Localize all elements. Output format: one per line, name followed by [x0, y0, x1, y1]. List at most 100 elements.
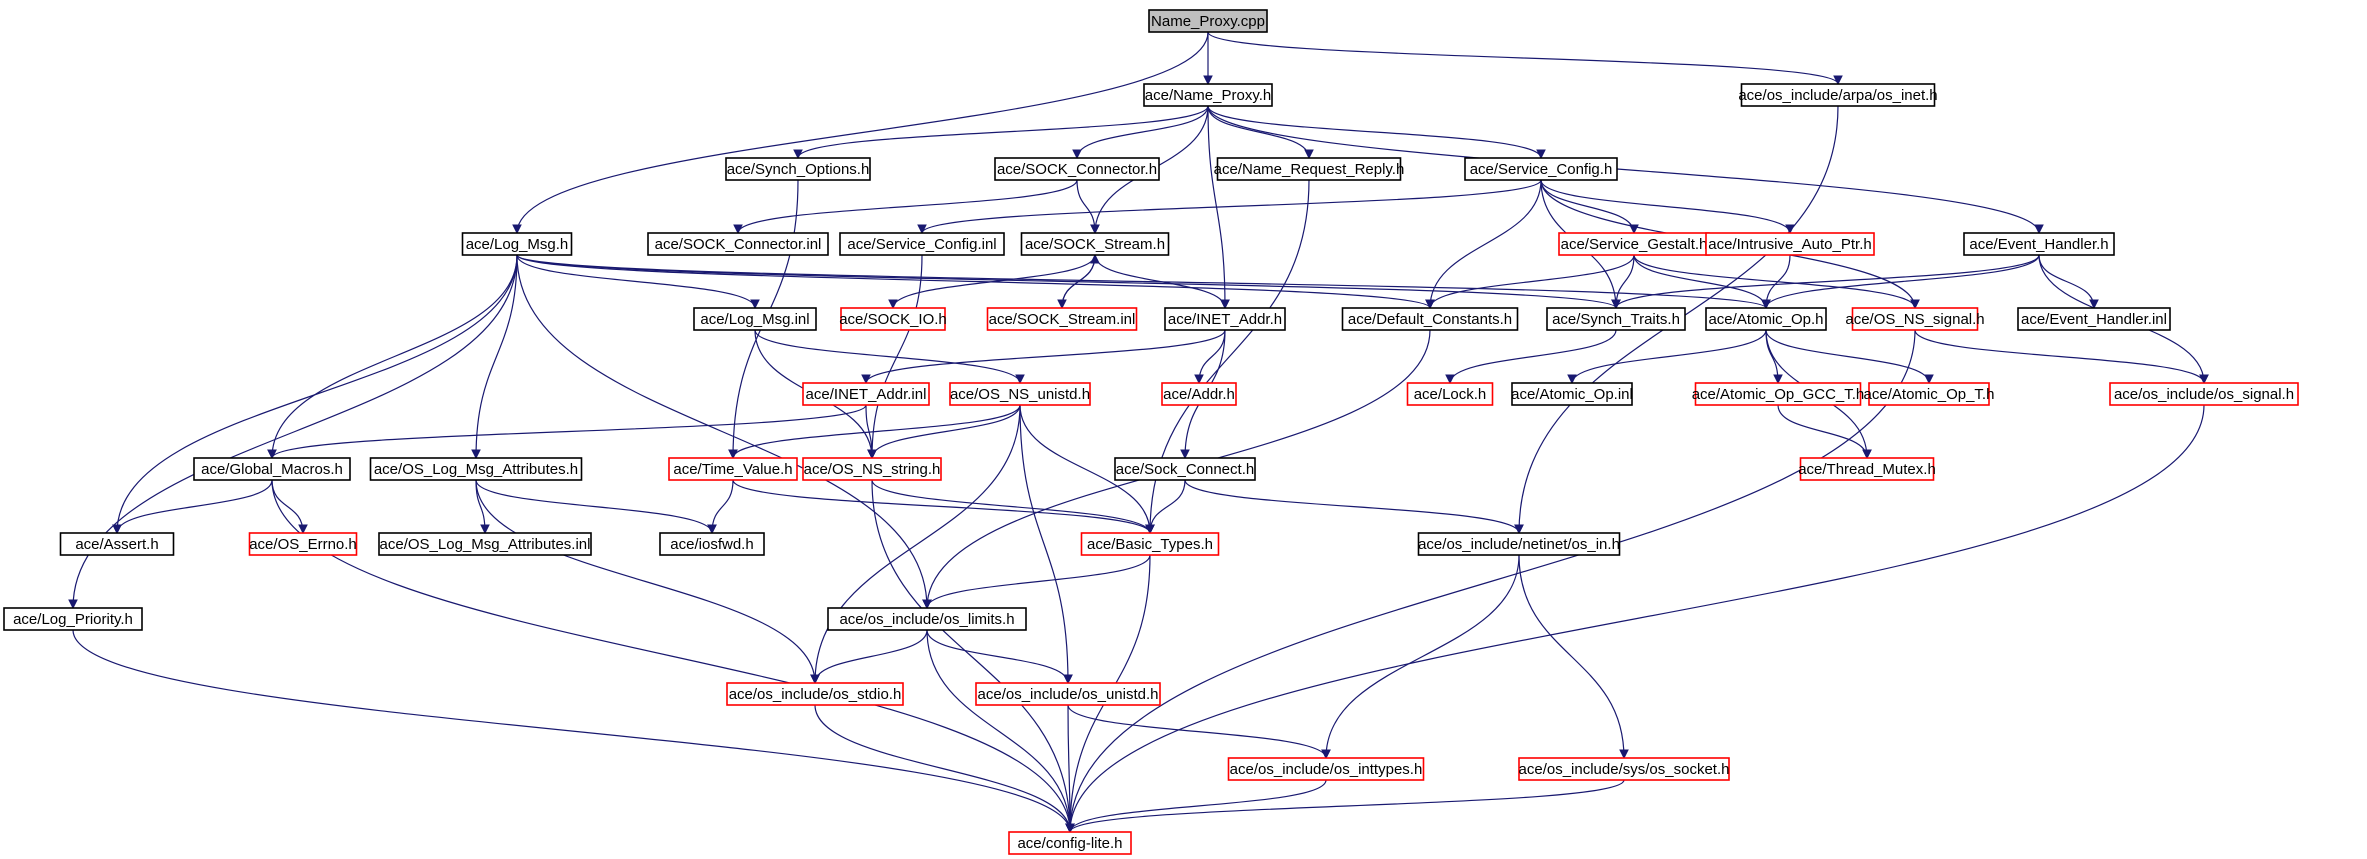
node-n27[interactable]: ace/Atomic_Op.inl	[1511, 382, 1633, 406]
node-n22[interactable]: ace/Event_Handler.inl	[2017, 307, 2171, 331]
node-n36[interactable]: ace/Thread_Mutex.h	[1798, 457, 1936, 481]
node-n33[interactable]: ace/Time_Value.h	[668, 457, 798, 481]
node-n13[interactable]: ace/Event_Handler.h	[1963, 232, 2115, 256]
node-label: ace/Atomic_Op.h	[1708, 311, 1823, 328]
node-n29[interactable]: ace/Atomic_Op_T.h	[1864, 382, 1995, 406]
edge-arrowhead	[68, 599, 78, 610]
node-n0[interactable]: Name_Proxy.cpp	[1148, 9, 1268, 33]
node-label: ace/config-lite.h	[1017, 835, 1122, 852]
node-label: ace/OS_Log_Msg_Attributes.inl	[380, 536, 591, 553]
node-n25[interactable]: ace/Addr.h	[1161, 382, 1237, 406]
node-label: ace/Global_Macros.h	[201, 461, 343, 478]
node-label: ace/Event_Handler.inl	[2021, 311, 2167, 328]
node-n41[interactable]: ace/Basic_Types.h	[1080, 532, 1220, 556]
node-n9[interactable]: ace/Service_Config.inl	[839, 232, 1005, 256]
node-label: ace/INET_Addr.inl	[806, 386, 927, 403]
edge-arrowhead	[512, 224, 522, 235]
node-n16[interactable]: ace/SOCK_Stream.inl	[986, 307, 1138, 331]
node-label: ace/os_include/os_stdio.h	[729, 686, 902, 703]
edge-n41-n44	[926, 554, 1151, 609]
node-n1[interactable]: ace/Name_Proxy.h	[1143, 83, 1273, 107]
node-n15[interactable]: ace/SOCK_IO.h	[839, 307, 947, 331]
node-n5[interactable]: ace/Name_Request_Reply.h	[1214, 157, 1405, 181]
node-label: ace/Log_Msg.inl	[700, 311, 809, 328]
edge-n31-n37	[116, 479, 273, 534]
node-n11[interactable]: ace/Service_Gestalt.h	[1558, 232, 1710, 256]
edge-arrowhead	[1194, 374, 1204, 385]
edge-arrowhead	[1090, 224, 1100, 235]
edge-n21-n30	[1914, 329, 2205, 384]
node-n35[interactable]: ace/Sock_Connect.h	[1114, 457, 1256, 481]
node-n23[interactable]: ace/INET_Addr.inl	[802, 382, 930, 406]
node-label: ace/Synch_Options.h	[727, 161, 870, 178]
node-n42[interactable]: ace/os_include/netinet/os_in.h	[1417, 532, 1621, 556]
edges-layer	[68, 31, 2209, 834]
edge-arrowhead	[1445, 374, 1455, 385]
node-n30[interactable]: ace/os_include/os_signal.h	[2109, 382, 2299, 406]
node-box	[1227, 757, 1425, 781]
node-label: Name_Proxy.cpp	[1151, 13, 1265, 30]
node-n34[interactable]: ace/OS_NS_string.h	[802, 457, 942, 481]
node-n44[interactable]: ace/os_include/os_limits.h	[827, 607, 1027, 631]
edge-n42-n47	[1325, 554, 1520, 759]
node-n48[interactable]: ace/os_include/sys/os_socket.h	[1518, 757, 1730, 781]
node-n21[interactable]: ace/OS_NS_signal.h	[1845, 307, 1985, 331]
edge-n1-n3	[797, 105, 1209, 159]
node-n6[interactable]: ace/Service_Config.h	[1464, 157, 1618, 181]
node-n20[interactable]: ace/Atomic_Op.h	[1705, 307, 1827, 331]
node-n2[interactable]: ace/os_include/arpa/os_inet.h	[1738, 83, 1938, 107]
edge-n7-n20	[516, 254, 1767, 309]
node-n47[interactable]: ace/os_include/os_inttypes.h	[1227, 757, 1425, 781]
edge-n7-n44	[516, 254, 928, 609]
node-n43[interactable]: ace/Log_Priority.h	[3, 607, 143, 631]
edge-arrowhead	[1015, 374, 1025, 385]
edge-n24-n46	[1019, 404, 1069, 684]
node-n8[interactable]: ace/SOCK_Connector.inl	[647, 232, 829, 256]
node-box	[1546, 307, 1686, 331]
node-n17[interactable]: ace/INET_Addr.h	[1164, 307, 1286, 331]
node-n37[interactable]: ace/Assert.h	[59, 532, 175, 556]
node-label: ace/Service_Gestalt.h	[1561, 236, 1708, 253]
node-n40[interactable]: ace/iosfwd.h	[659, 532, 765, 556]
node-n3[interactable]: ace/Synch_Options.h	[725, 157, 871, 181]
node-box	[659, 532, 765, 556]
edge-arrowhead	[793, 149, 803, 160]
node-n10[interactable]: ace/SOCK_Stream.h	[1020, 232, 1170, 256]
node-n46[interactable]: ace/os_include/os_unistd.h	[975, 682, 1161, 706]
node-n12[interactable]: ace/Intrusive_Auto_Ptr.h	[1705, 232, 1875, 256]
node-n38[interactable]: ace/OS_Errno.h	[248, 532, 358, 556]
node-n14[interactable]: ace/Log_Msg.inl	[693, 307, 817, 331]
edge-n20-n27	[1571, 329, 1767, 384]
node-label: ace/OS_Errno.h	[249, 536, 357, 553]
node-n49[interactable]: ace/config-lite.h	[1008, 831, 1132, 855]
node-n24[interactable]: ace/OS_NS_unistd.h	[949, 382, 1091, 406]
edge-n32-n45	[475, 479, 816, 684]
node-n26[interactable]: ace/Lock.h	[1406, 382, 1494, 406]
edge-n44-n49	[926, 629, 1071, 833]
node-n28[interactable]: ace/Atomic_Op_GCC_T.h	[1692, 382, 1865, 406]
node-n45[interactable]: ace/os_include/os_stdio.h	[726, 682, 904, 706]
edge-n46-n47	[1067, 704, 1327, 759]
edge-arrowhead	[733, 224, 743, 235]
node-label: ace/OS_Log_Msg_Attributes.h	[374, 461, 578, 478]
node-box	[693, 307, 817, 331]
edge-arrowhead	[1514, 524, 1524, 535]
node-n4[interactable]: ace/SOCK_Connector.h	[994, 157, 1160, 181]
edge-n9-n34	[871, 254, 923, 459]
node-box	[461, 232, 573, 256]
node-box	[840, 307, 946, 331]
node-box	[1963, 232, 2115, 256]
node-label: ace/SOCK_Connector.inl	[655, 236, 822, 253]
edge-arrowhead	[861, 374, 871, 385]
node-n32[interactable]: ace/OS_Log_Msg_Attributes.h	[369, 457, 583, 481]
node-label: ace/OS_NS_string.h	[804, 461, 941, 478]
node-n31[interactable]: ace/Global_Macros.h	[193, 457, 351, 481]
node-n39[interactable]: ace/OS_Log_Msg_Attributes.inl	[378, 532, 592, 556]
edge-arrowhead	[707, 524, 717, 535]
node-box	[975, 682, 1161, 706]
node-n18[interactable]: ace/Default_Constants.h	[1341, 307, 1519, 331]
edge-arrowhead	[1924, 374, 1934, 385]
edge-arrowhead	[1090, 253, 1100, 264]
node-n19[interactable]: ace/Synch_Traits.h	[1546, 307, 1686, 331]
node-n7[interactable]: ace/Log_Msg.h	[461, 232, 573, 256]
